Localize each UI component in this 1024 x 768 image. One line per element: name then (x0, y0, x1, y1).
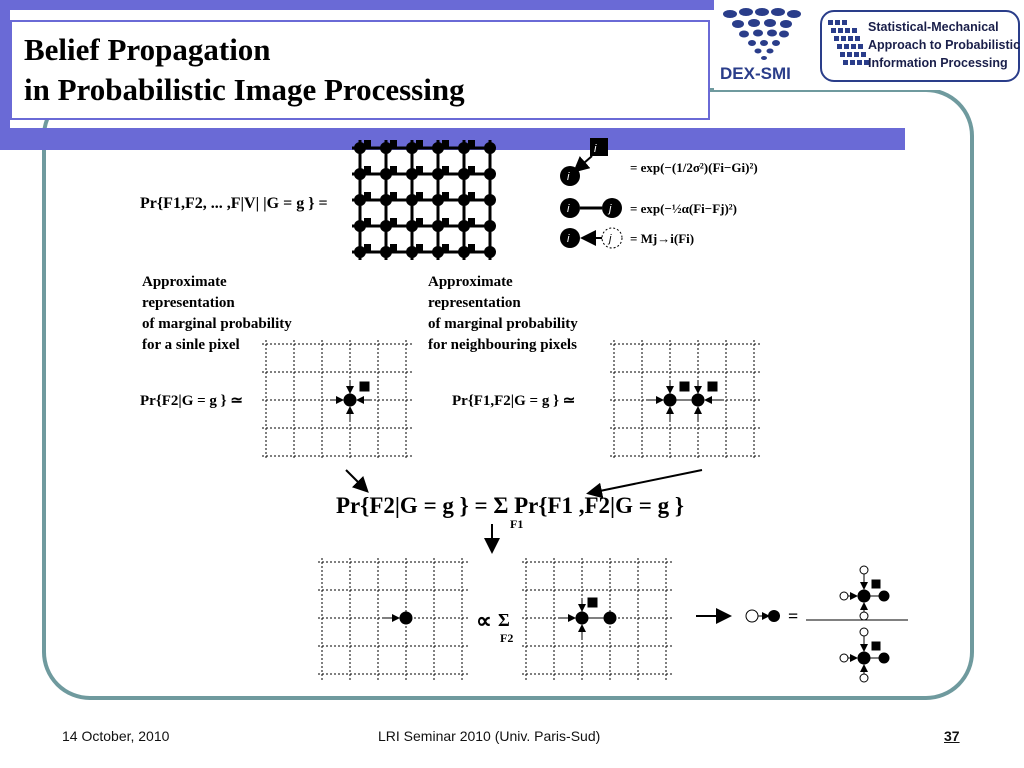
slide-title-line1: Belief Propagation (24, 32, 271, 67)
svg-text:for neighbouring pixels: for neighbouring pixels (428, 337, 577, 353)
arrow-left-down (345, 469, 369, 493)
sum-symbol: Σ (498, 610, 510, 630)
sum-equation: Pr{F2|G = g } = Σ Pr{F1 ,F2|G = g } (336, 493, 684, 518)
title-box (10, 20, 710, 120)
propto-symbol: ∝ (476, 608, 492, 633)
slide-number: 37 (944, 728, 960, 744)
sum-subscript-2: F2 (500, 631, 513, 645)
svg-text:of marginal probability: of marginal probability (142, 316, 292, 332)
smapip-line2: Approach to Probabilistic (868, 38, 1021, 52)
svg-text:i: i (567, 171, 570, 183)
grid-pair (610, 340, 760, 460)
grid-result (318, 558, 468, 682)
bp-figure: Pr{F1,F2, ... ,F|V| |G = g } = i i = exp… (140, 138, 908, 683)
joint-probability-expr: Pr{F1,F2, ... ,F|V| |G = g } = (140, 195, 328, 212)
svg-text:i: i (594, 143, 597, 155)
svg-text:representation: representation (142, 295, 235, 311)
factor-pair-expr: = exp(−½α(Fi−Fj)²) (630, 201, 737, 216)
smapip-line3: Information Processing (868, 56, 1008, 70)
marginal-single-expr: Pr{F2|G = g } ≃ (140, 393, 243, 409)
factor-message-expr: = Mj→i(Fi) (630, 231, 694, 246)
equals-sign: = (788, 606, 798, 626)
dex-smi-label: DEX-SMI (720, 64, 791, 83)
grid-partial (522, 558, 672, 682)
smapip-dots-icon (828, 20, 869, 65)
svg-text:j: j (607, 233, 612, 245)
dex-smi-logo (723, 8, 801, 60)
svg-text:Approximate: Approximate (142, 274, 227, 290)
svg-text:of marginal probability: of marginal probability (428, 316, 578, 332)
svg-text:i: i (567, 203, 570, 215)
title-underline-bar (0, 128, 145, 150)
grid-single (262, 340, 412, 460)
title-deco-bar (145, 128, 905, 150)
smapip-text: Statistical-Mechanical Approach to Proba… (868, 18, 1020, 72)
factor-single-expr: = exp(−(1/2σ²)(Fi−Gi)²) (630, 160, 758, 175)
svg-text:i: i (567, 233, 570, 245)
left-accent-bar (0, 0, 10, 140)
svg-text:Approximate: Approximate (428, 274, 513, 290)
marginal-pair-expr: Pr{F1,F2|G = g } ≃ (452, 393, 575, 409)
slide-title-line2: in Probabilistic Image Processing (24, 72, 465, 107)
footer-date: 14 October, 2010 (62, 728, 170, 744)
content-frame (42, 88, 974, 700)
svg-text:j: j (607, 203, 612, 215)
sum-subscript: F1 (510, 517, 523, 531)
label-single-pixel: Approximate representation of marginal p… (142, 274, 292, 353)
message-update: = (745, 565, 908, 683)
mrf-lattice (352, 140, 496, 260)
footer-event: LRI Seminar 2010 (Univ. Paris-Sud) (378, 728, 601, 744)
arrow-right-down (586, 469, 703, 499)
top-accent-bar (0, 0, 1024, 10)
svg-text:representation: representation (428, 295, 521, 311)
svg-text:for a sinle pixel: for a sinle pixel (142, 337, 240, 353)
slide-title: Belief Propagation in Probabilistic Imag… (24, 30, 465, 110)
smapip-line1: Statistical-Mechanical (868, 20, 999, 34)
label-neighbour-pixels: Approximate representation of marginal p… (428, 274, 578, 353)
factor-legend: i i = exp(−(1/2σ²)(Fi−Gi)²) i j = exp(−½… (560, 138, 758, 249)
